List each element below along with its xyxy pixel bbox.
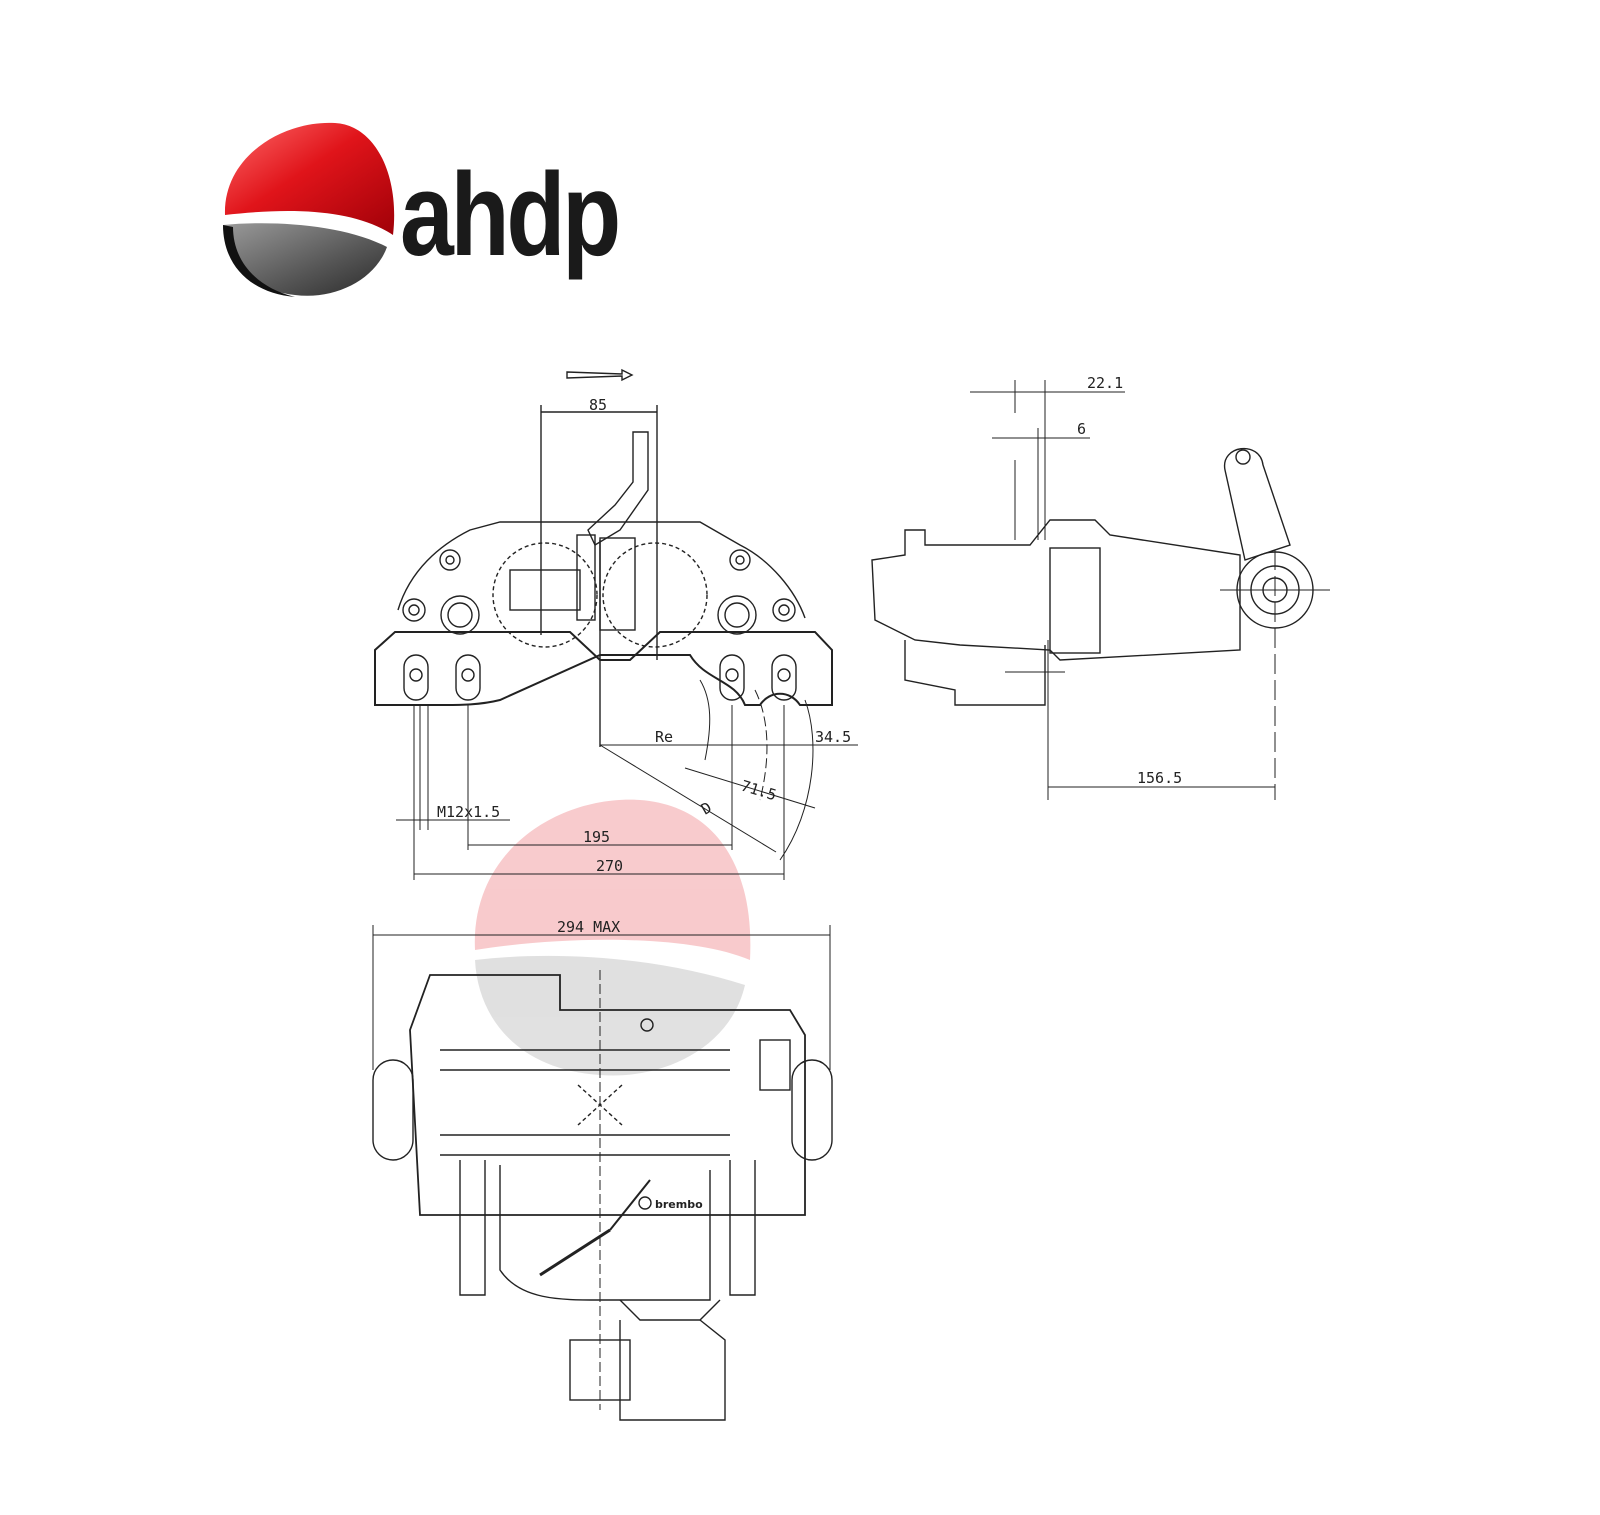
dim-85: 85 bbox=[589, 396, 607, 414]
dim-34-5: 34.5 bbox=[815, 728, 851, 746]
rotation-arrow-icon bbox=[566, 368, 634, 382]
logo: ahdp bbox=[215, 115, 655, 315]
dim-re: Re bbox=[655, 728, 673, 746]
dim-d: D bbox=[698, 798, 715, 818]
dim-270: 270 bbox=[596, 857, 623, 875]
dim-22-1: 22.1 bbox=[1087, 374, 1123, 392]
logo-sphere-icon bbox=[223, 122, 395, 297]
dim-156-5: 156.5 bbox=[1137, 769, 1182, 787]
dim-6: 6 bbox=[1077, 420, 1086, 438]
watermark-logo bbox=[474, 799, 751, 1076]
brembo-mark: brembo bbox=[655, 1198, 703, 1211]
dim-195: 195 bbox=[583, 828, 610, 846]
section-view bbox=[372, 970, 833, 1421]
logo-text: ahdp bbox=[400, 149, 621, 281]
dim-m12: M12x1.5 bbox=[437, 803, 500, 821]
dim-294-max: 294 MAX bbox=[557, 918, 620, 936]
front-view bbox=[372, 368, 858, 1070]
side-view bbox=[871, 380, 1330, 800]
dim-71-5: 71.5 bbox=[739, 777, 779, 805]
